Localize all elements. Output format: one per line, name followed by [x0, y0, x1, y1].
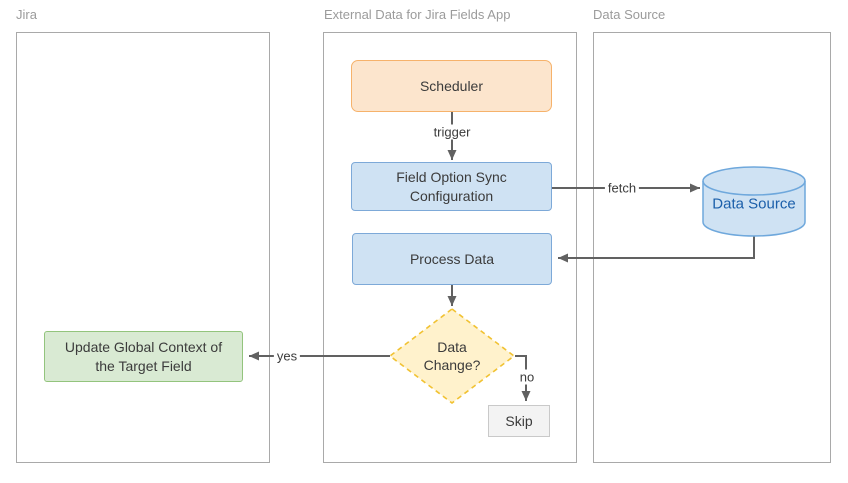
process-data-node: Process Data	[352, 233, 552, 285]
update-global-context-label: Update Global Context of the Target Fiel…	[64, 339, 223, 374]
data-source-cylinder-label: Data Source	[712, 195, 796, 213]
data-change-label: Data Change?	[423, 338, 481, 373]
field-option-sync-label: Field Option Sync Configuration	[396, 169, 507, 204]
lane-title-data-source: Data Source	[593, 7, 666, 22]
lane-title-jira: Jira	[16, 7, 37, 22]
edge-label-fetch: fetch	[604, 180, 640, 196]
lane-data-source	[593, 32, 831, 463]
edge-label-trigger: trigger	[430, 124, 474, 140]
update-global-context-node: Update Global Context of the Target Fiel…	[44, 331, 243, 382]
scheduler-label: Scheduler	[419, 77, 484, 94]
scheduler-node: Scheduler	[351, 60, 552, 112]
lane-title-external-data-app: External Data for Jira Fields App	[324, 7, 511, 22]
skip-node: Skip	[488, 405, 550, 437]
skip-label: Skip	[505, 412, 533, 429]
field-option-sync-node: Field Option Sync Configuration	[351, 162, 552, 211]
edge-label-yes: yes	[273, 348, 301, 364]
lane-jira	[16, 32, 270, 463]
edge-label-no: no	[516, 369, 538, 385]
process-data-label: Process Data	[409, 250, 495, 267]
